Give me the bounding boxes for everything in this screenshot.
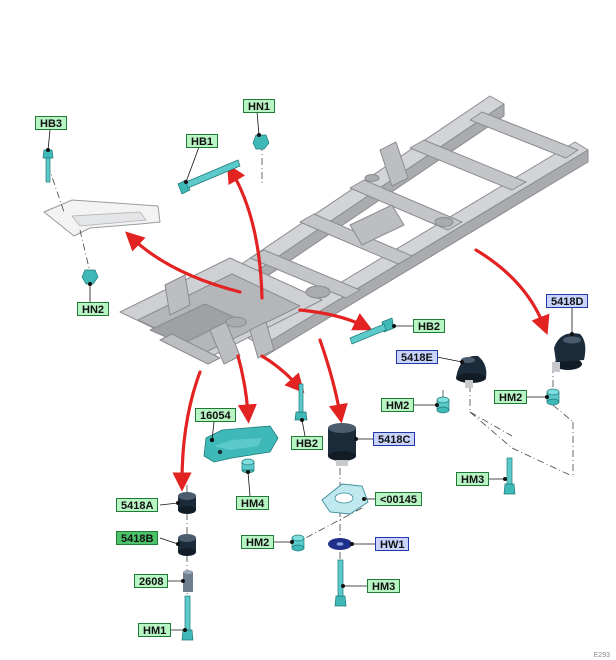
chassis-frame [119, 95, 589, 365]
callout-hm3-low[interactable]: HM3 [367, 579, 401, 593]
callout-hb2-top[interactable]: HB2 [413, 319, 446, 333]
fasteners [42, 134, 560, 641]
nut-hn1 [252, 134, 270, 150]
callout-hb2-lower[interactable]: HB2 [291, 436, 324, 450]
callout-hb1[interactable]: HB1 [186, 134, 219, 148]
bolt-hb3 [42, 149, 54, 183]
bracket-16054 [203, 425, 279, 463]
figure-code: E293 [593, 652, 610, 659]
bolt-hm3-low [334, 559, 347, 607]
callout-hm2-low[interactable]: HM2 [241, 535, 275, 549]
washer-hm2-low [291, 534, 305, 552]
callout-hn1[interactable]: HN1 [243, 99, 276, 113]
bolt-hm3-right [503, 457, 516, 495]
callout-hn2[interactable]: HN2 [77, 302, 110, 316]
callout-hb3[interactable]: HB3 [35, 116, 68, 130]
callout-5418e[interactable]: 5418E [396, 350, 438, 364]
spacer-2608 [183, 570, 193, 592]
callout-hm2-right[interactable]: HM2 [494, 390, 528, 404]
leader-lines [46, 111, 575, 633]
washer-hm2-right [546, 388, 560, 406]
arrow-to-5418c [318, 338, 348, 424]
callout-hw1[interactable]: HW1 [375, 537, 410, 551]
callout-2608[interactable]: 2608 [134, 574, 169, 588]
callout-5418a[interactable]: 5418A [116, 498, 159, 512]
mount-5418c [328, 423, 356, 466]
mount-5418d [552, 333, 586, 372]
callout-5418b[interactable]: 5418B [116, 531, 159, 545]
mount-5418a [178, 492, 196, 514]
arrow-to-bracket [125, 231, 242, 294]
bolt-hb2-lower [294, 383, 308, 421]
nut-hn2 [81, 269, 99, 285]
arrow-to-5418d [474, 248, 550, 335]
guide-arrows [125, 163, 550, 492]
washer-hw1 [328, 538, 352, 550]
callout-hm1[interactable]: HM1 [138, 623, 172, 637]
callout-16054[interactable]: 16054 [195, 408, 236, 422]
callout-hm3-right[interactable]: HM3 [456, 472, 490, 486]
callout-00145[interactable]: <00145 [375, 492, 423, 506]
arrow-to-hb1 [227, 163, 264, 300]
body-bracket [43, 199, 161, 237]
arrow-to-16054 [236, 354, 257, 424]
callout-hm2-mid[interactable]: HM2 [381, 398, 415, 412]
bolt-hb1 [177, 159, 241, 195]
plate-00145 [321, 483, 369, 515]
washer-hm2-mid [436, 396, 450, 414]
callout-5418d[interactable]: 5418D [546, 294, 589, 308]
mount-5418b [178, 534, 196, 556]
arrow-to-5418a [172, 370, 202, 492]
body-mounts [178, 333, 586, 592]
bolt-hb2-top [349, 317, 395, 345]
callout-hm4[interactable]: HM4 [236, 496, 270, 510]
arrow-to-hb2-top [298, 308, 373, 331]
bolt-hm1 [181, 595, 194, 641]
arrow-to-hb2-lower [260, 354, 305, 394]
callout-5418c[interactable]: 5418C [373, 432, 416, 446]
